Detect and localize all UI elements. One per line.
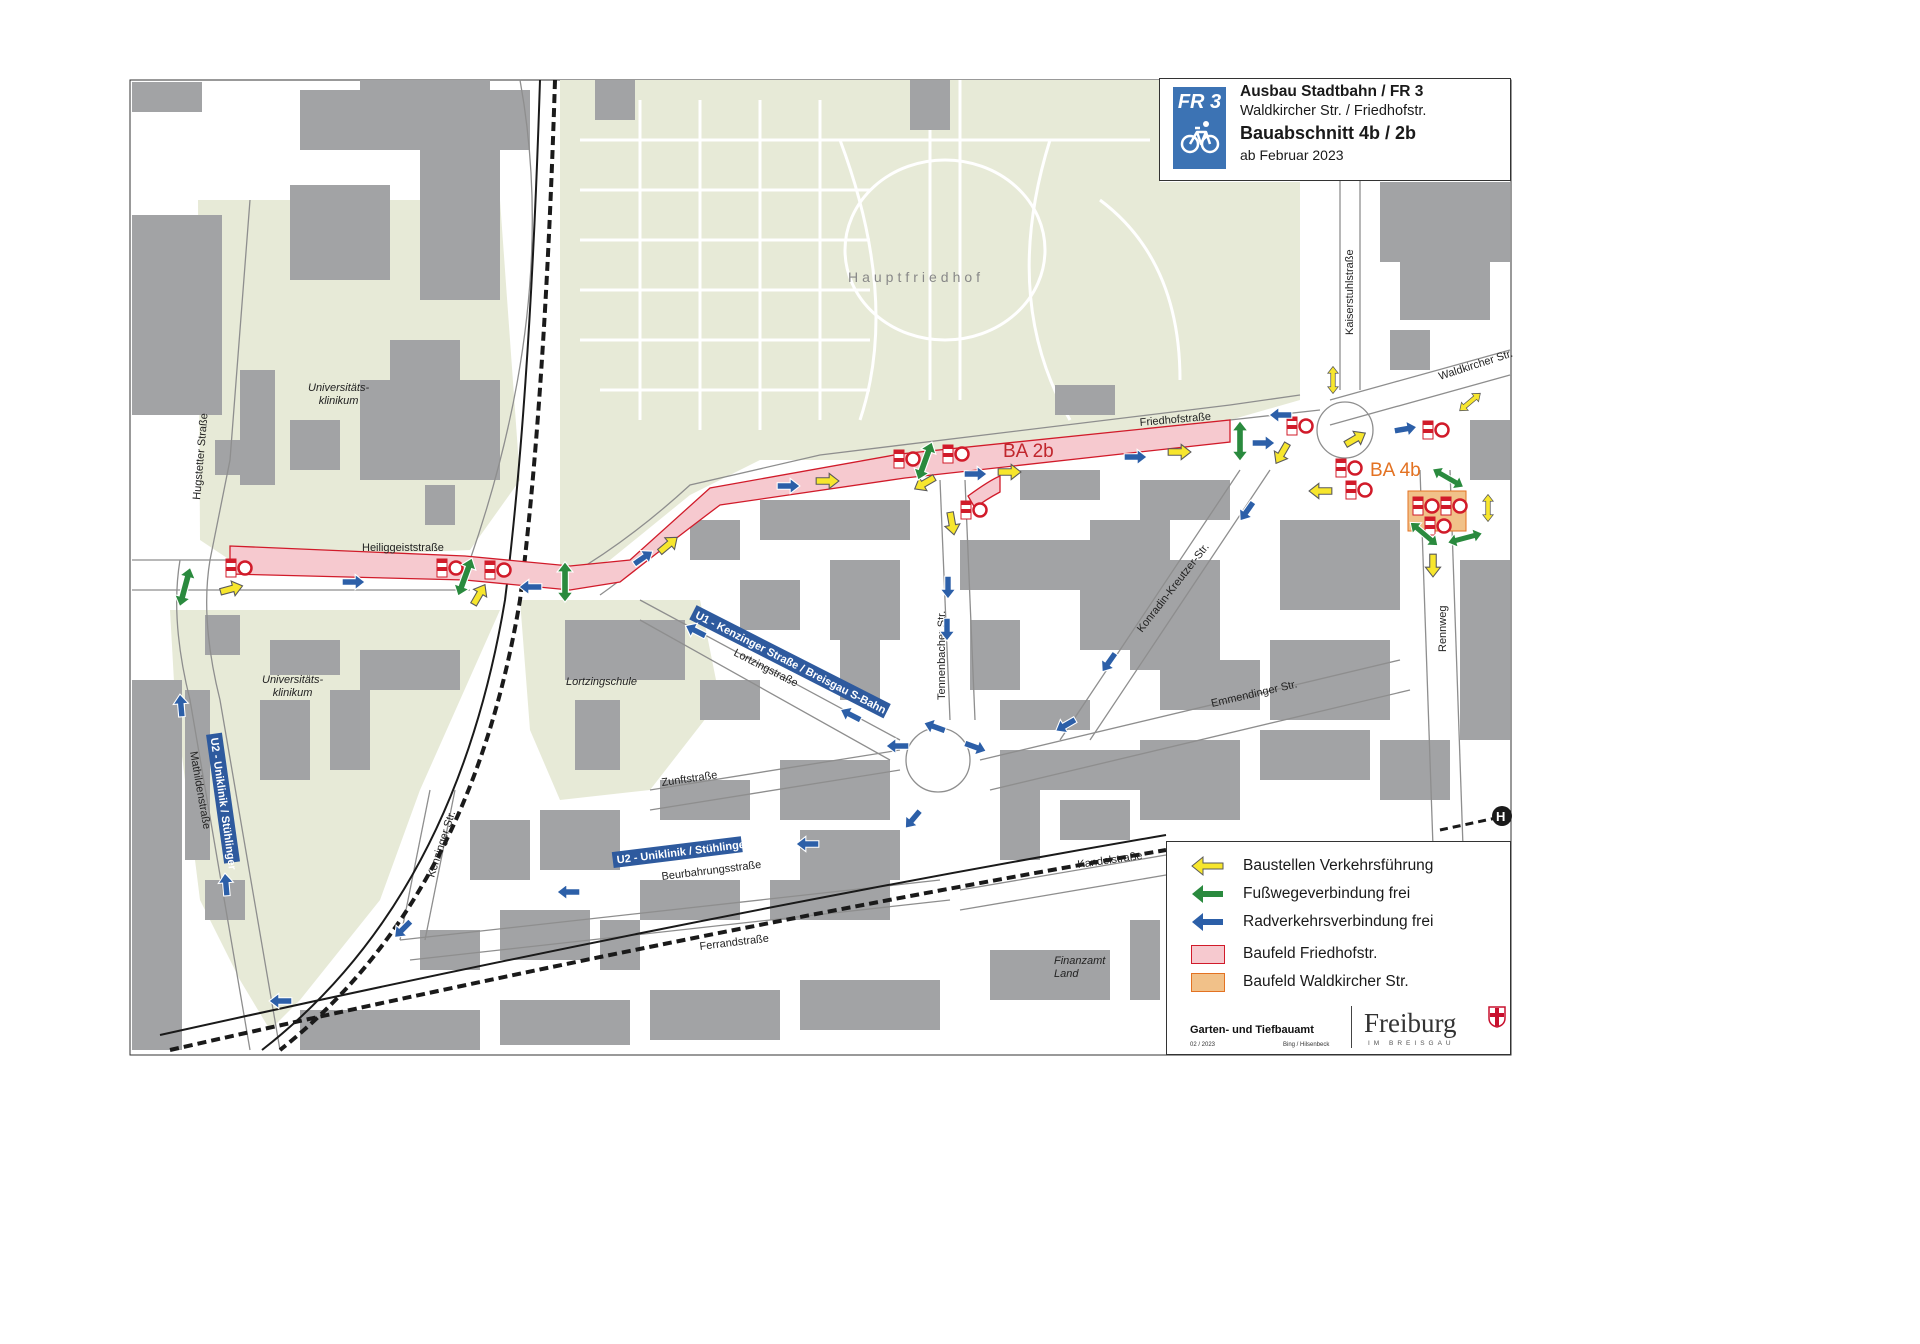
city-coat-of-arms-icon	[1488, 1006, 1506, 1028]
title: Ausbau Stadtbahn / FR 3	[1240, 83, 1424, 100]
title-text: Ausbau Stadtbahn / FR 3 Waldkircher Str.…	[1240, 84, 1426, 162]
city-logo-subtext: IM BREISGAU	[1368, 1040, 1455, 1047]
fr3-logo: FR 3	[1173, 87, 1226, 169]
lortzingschule-label: Lortzingschule	[566, 676, 637, 688]
footer-author: Bing / Hilsenbeck	[1283, 1042, 1330, 1048]
legend-item-detour: Baustellen Verkehrsführung	[1189, 854, 1433, 878]
office-name: Garten- und Tiefbauamt	[1190, 1024, 1314, 1036]
street-heiliggeist: Heiliggeiststraße	[362, 542, 444, 554]
legend-item-baufeld-waldkircher: Baufeld Waldkircher Str.	[1189, 970, 1409, 994]
ba2b-label: BA 2b	[1003, 441, 1054, 462]
street-kaiserstuhl: Kaiserstuhlstraße	[1344, 249, 1356, 335]
footer-separator	[1351, 1006, 1352, 1048]
klinikum-label-north: Universitäts- klinikum	[308, 382, 370, 407]
street-rennweg: Rennweg	[1437, 606, 1449, 652]
ba4b-label: BA 4b	[1370, 460, 1421, 481]
legend-item-footpath: Fußwegeverbindung frei	[1189, 882, 1410, 906]
date-label: ab Februar 2023	[1240, 147, 1344, 163]
footer-date: 02 / 2023	[1190, 1042, 1216, 1048]
legend-item-cycle: Radverkehrsverbindung frei	[1189, 910, 1433, 934]
yellow-arrow-icon	[1191, 855, 1224, 877]
legend-item-baufeld-friedhof: Baufeld Friedhofstr.	[1189, 942, 1377, 966]
section-title: Bauabschnitt 4b / 2b	[1240, 123, 1417, 143]
bicycle-icon	[1180, 121, 1219, 154]
baufeld-friedhofstr-area	[229, 419, 1231, 591]
finanzamt-label: Finanzamt Land	[1054, 955, 1106, 980]
green-arrow-icon	[1192, 885, 1223, 903]
subtitle: Waldkircher Str. / Friedhofstr.	[1240, 102, 1427, 119]
legend: Baustellen Verkehrsführung Fußwegeverbin…	[1166, 841, 1511, 1055]
svg-text:H: H	[1496, 809, 1505, 824]
blue-arrow-icon	[1192, 913, 1223, 931]
hauptfriedhof-label: Hauptfriedhof	[848, 269, 984, 285]
klinikum-label-south: Universitäts- klinikum	[262, 674, 324, 699]
city-logo-text: Freiburg	[1364, 1008, 1457, 1038]
orange-field-swatch	[1191, 973, 1225, 992]
fr3-logo-text: FR 3	[1177, 91, 1222, 113]
pink-field-swatch	[1191, 945, 1225, 964]
bus-stop-marker: H	[1492, 806, 1512, 826]
